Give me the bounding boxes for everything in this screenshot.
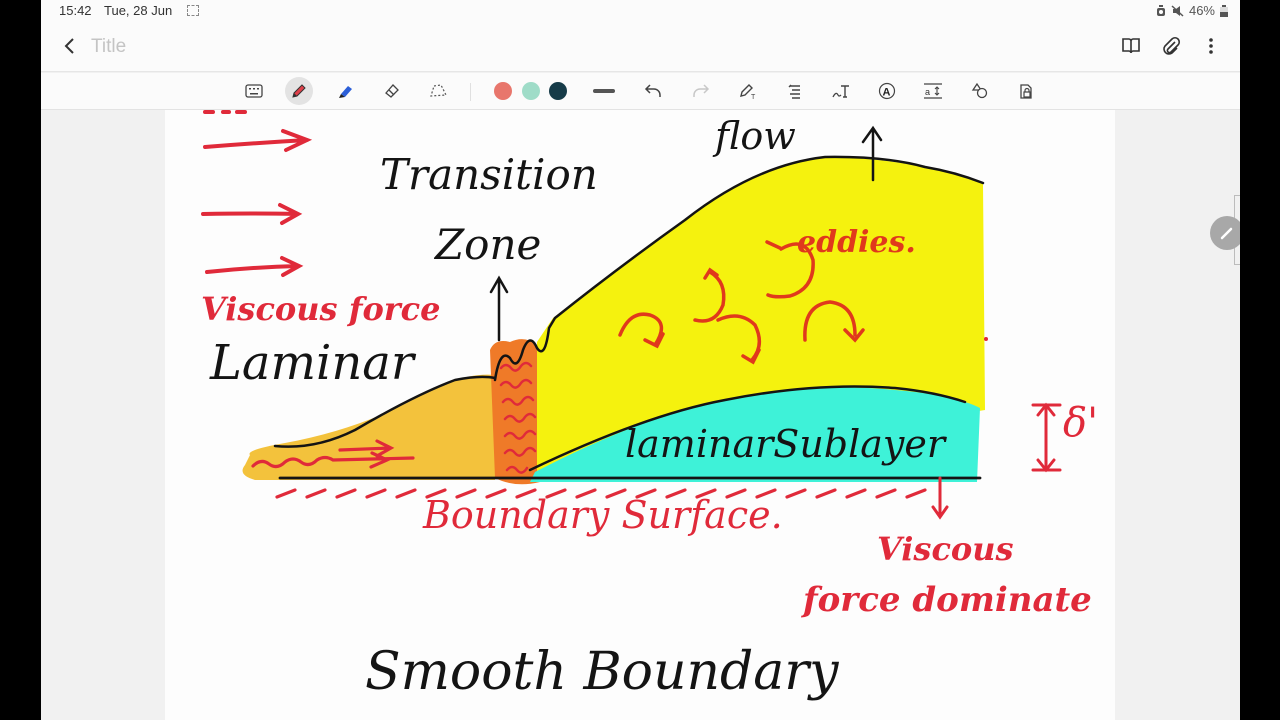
shapes-button[interactable] (966, 77, 994, 105)
more-options-button[interactable] (1200, 35, 1222, 57)
mute-icon (1171, 4, 1184, 17)
format-button[interactable] (781, 77, 809, 105)
lasso-icon (430, 84, 447, 97)
keyboard-tool[interactable] (240, 77, 268, 105)
svg-text:A: A (883, 87, 891, 99)
text-spacing-icon: a (924, 83, 942, 99)
pen-icon (1220, 227, 1233, 240)
eraser-tool[interactable] (378, 77, 406, 105)
label-boundary-surface: Boundary Surface. (423, 493, 783, 537)
note-title-input[interactable]: Title (91, 36, 127, 57)
label-delta: δ' (1063, 400, 1099, 446)
text-style-button[interactable]: A (873, 77, 901, 105)
handwriting-button[interactable] (827, 77, 855, 105)
lasso-tool[interactable] (424, 77, 452, 105)
keyboard-icon (245, 84, 263, 98)
color-swatch-red[interactable] (494, 82, 512, 100)
alarm-icon (1156, 4, 1165, 16)
battery-percent: 46% (1188, 3, 1215, 18)
redo-icon (693, 84, 710, 97)
lock-icon (1020, 84, 1032, 99)
boundary-layer-drawing (201, 110, 1062, 520)
label-transition: Transition (380, 150, 598, 199)
note-page[interactable]: Transition Zone flow eddies. Viscous for… (165, 110, 1115, 720)
undo-icon (644, 84, 661, 97)
floating-pen-button[interactable] (1210, 216, 1240, 250)
label-zone: Zone (435, 220, 542, 269)
label-smooth-boundary: Smooth Boundary (365, 642, 839, 702)
label-laminar: Laminar (210, 335, 414, 391)
lock-button[interactable] (1012, 77, 1040, 105)
status-date: Tue, 28 Jun (104, 3, 173, 18)
label-viscous: Viscous (877, 530, 1014, 568)
laminar-region (242, 374, 495, 480)
label-flow: flow (715, 114, 796, 158)
back-button[interactable] (59, 34, 81, 58)
eraser-icon (385, 84, 399, 98)
paperclip-icon (1163, 36, 1181, 55)
line-width-icon (593, 89, 615, 93)
highlighter-icon (339, 86, 352, 98)
handwriting-text-icon (832, 85, 849, 98)
color-swatch-mint[interactable] (522, 82, 540, 100)
text-format-icon (788, 84, 800, 99)
laminar-sublayer-region (530, 387, 980, 482)
status-time: 15:42 (59, 3, 92, 18)
note-canvas[interactable]: Transition Zone flow eddies. Viscous for… (41, 110, 1240, 720)
screen-capture-icon (187, 5, 199, 16)
redo-button[interactable] (687, 77, 715, 105)
label-eddies: eddies. (797, 225, 916, 260)
toolbar-divider (470, 83, 471, 101)
drawing-toolbar: T A a (41, 73, 1240, 110)
shapes-icon (971, 82, 988, 99)
notes-app: 15:42 Tue, 28 Jun 46% Title (41, 0, 1240, 720)
color-swatch-navy[interactable] (549, 82, 567, 100)
label-force-dominate: force dominate (803, 580, 1092, 620)
transition-region (490, 339, 540, 485)
pen-to-text-icon: T (740, 84, 756, 100)
chevron-left-icon (64, 38, 74, 54)
pen-tool[interactable] (285, 77, 313, 105)
text-style-icon: A (878, 82, 896, 100)
text-spacing-button[interactable]: a (919, 77, 947, 105)
status-bar: 15:42 Tue, 28 Jun 46% (41, 0, 1240, 22)
pen-to-text-button[interactable]: T (734, 77, 762, 105)
flow-arrows (201, 129, 313, 277)
note-header: Title (41, 22, 1240, 72)
battery-icon (1220, 4, 1228, 17)
more-vertical-icon (1209, 38, 1213, 54)
attach-button[interactable] (1160, 35, 1182, 57)
svg-text:T: T (751, 94, 756, 100)
status-right: 46% (1156, 3, 1228, 18)
stroke-width-button[interactable] (590, 77, 618, 105)
label-laminar-sublayer: laminarSublayer (625, 422, 946, 466)
undo-button[interactable] (639, 77, 667, 105)
book-icon (1122, 38, 1140, 54)
svg-text:a: a (925, 87, 930, 97)
pen-icon (292, 84, 306, 98)
label-viscous-force: Viscous force (201, 290, 441, 328)
book-view-button[interactable] (1120, 35, 1142, 57)
highlighter-tool[interactable] (332, 77, 360, 105)
